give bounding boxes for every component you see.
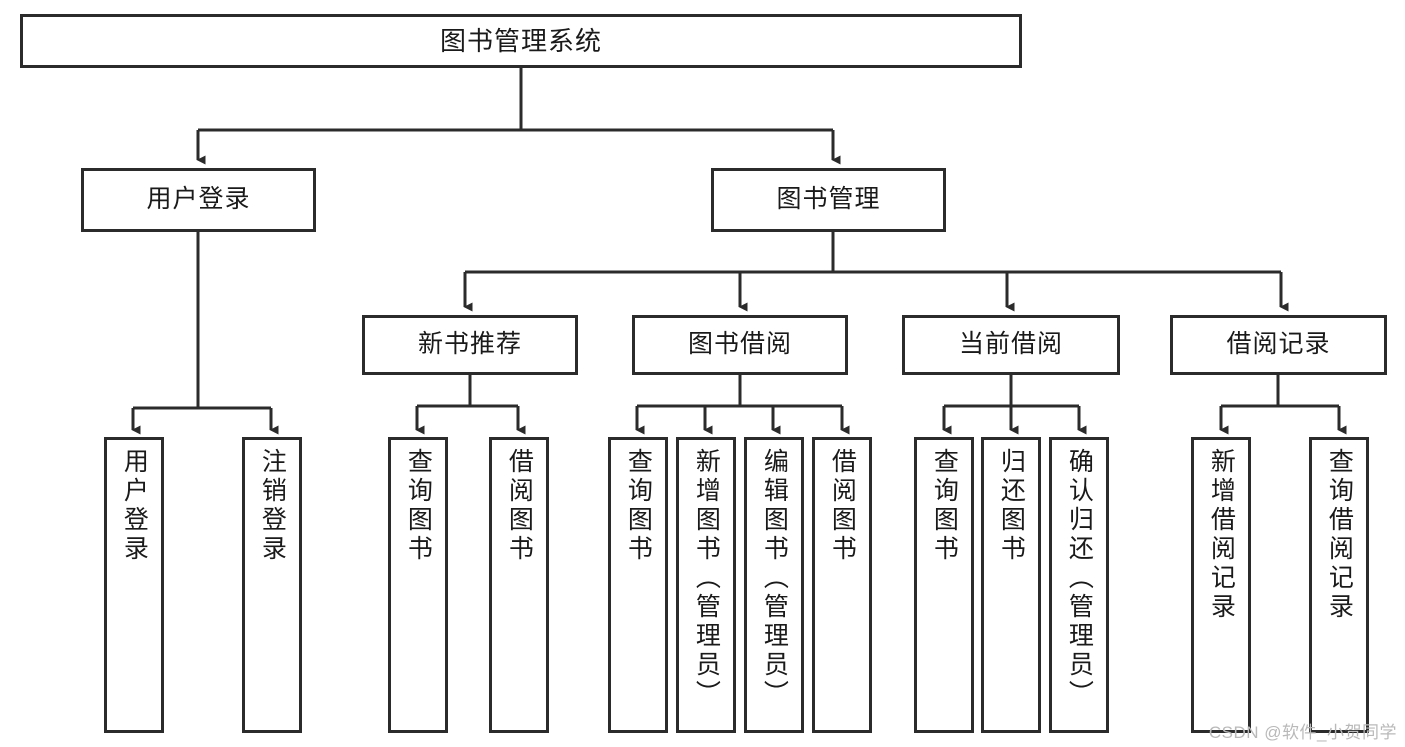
node-leaf-add-book-label: 新增图书（管理员）	[692, 448, 721, 709]
node-leaf-logout-login[interactable]: 注销登录	[242, 437, 302, 733]
node-current-borrow-label: 当前借阅	[958, 330, 1063, 359]
node-book-manage[interactable]: 图书管理	[711, 168, 946, 232]
node-leaf-query-record-label: 查询借阅记录	[1325, 448, 1354, 622]
node-root-label: 图书管理系统	[439, 25, 602, 56]
node-leaf-add-record-label: 新增借阅记录	[1207, 448, 1236, 622]
node-root[interactable]: 图书管理系统	[20, 14, 1022, 68]
node-leaf-add-record[interactable]: 新增借阅记录	[1191, 437, 1251, 733]
node-current-borrow[interactable]: 当前借阅	[902, 315, 1120, 375]
node-new-book-recommend-label: 新书推荐	[417, 330, 522, 359]
node-leaf-confirm-return-label: 确认归还（管理员）	[1065, 448, 1094, 709]
node-book-manage-label: 图书管理	[776, 185, 881, 214]
node-leaf-return-book-label: 归还图书	[997, 448, 1026, 564]
node-leaf-borrow-book-2-label: 借阅图书	[828, 448, 857, 564]
node-leaf-edit-book[interactable]: 编辑图书（管理员）	[744, 437, 804, 733]
node-leaf-return-book[interactable]: 归还图书	[981, 437, 1041, 733]
node-leaf-query-record[interactable]: 查询借阅记录	[1309, 437, 1369, 733]
node-leaf-query-book-1[interactable]: 查询图书	[388, 437, 448, 733]
node-borrow-record-label: 借阅记录	[1226, 330, 1331, 359]
node-leaf-borrow-book-1-label: 借阅图书	[505, 448, 534, 564]
watermark: CSDN @软件_小贺同学	[1208, 723, 1397, 742]
node-leaf-borrow-book-1[interactable]: 借阅图书	[489, 437, 549, 733]
node-leaf-user-login-label: 用户登录	[120, 448, 149, 564]
node-leaf-query-book-2-label: 查询图书	[624, 448, 653, 564]
node-user-login-label: 用户登录	[146, 185, 251, 214]
node-leaf-query-book-2[interactable]: 查询图书	[608, 437, 668, 733]
node-book-borrow-label: 图书借阅	[687, 330, 792, 359]
node-leaf-query-book-1-label: 查询图书	[404, 448, 433, 564]
node-leaf-add-book[interactable]: 新增图书（管理员）	[676, 437, 736, 733]
node-user-login[interactable]: 用户登录	[81, 168, 316, 232]
node-leaf-query-book-3-label: 查询图书	[930, 448, 959, 564]
node-leaf-query-book-3[interactable]: 查询图书	[914, 437, 974, 733]
node-leaf-user-login[interactable]: 用户登录	[104, 437, 164, 733]
node-leaf-edit-book-label: 编辑图书（管理员）	[760, 448, 789, 709]
node-leaf-borrow-book-2[interactable]: 借阅图书	[812, 437, 872, 733]
node-leaf-logout-login-label: 注销登录	[258, 448, 287, 564]
node-new-book-recommend[interactable]: 新书推荐	[362, 315, 578, 375]
node-leaf-confirm-return[interactable]: 确认归还（管理员）	[1049, 437, 1109, 733]
node-book-borrow[interactable]: 图书借阅	[632, 315, 848, 375]
node-borrow-record[interactable]: 借阅记录	[1170, 315, 1387, 375]
